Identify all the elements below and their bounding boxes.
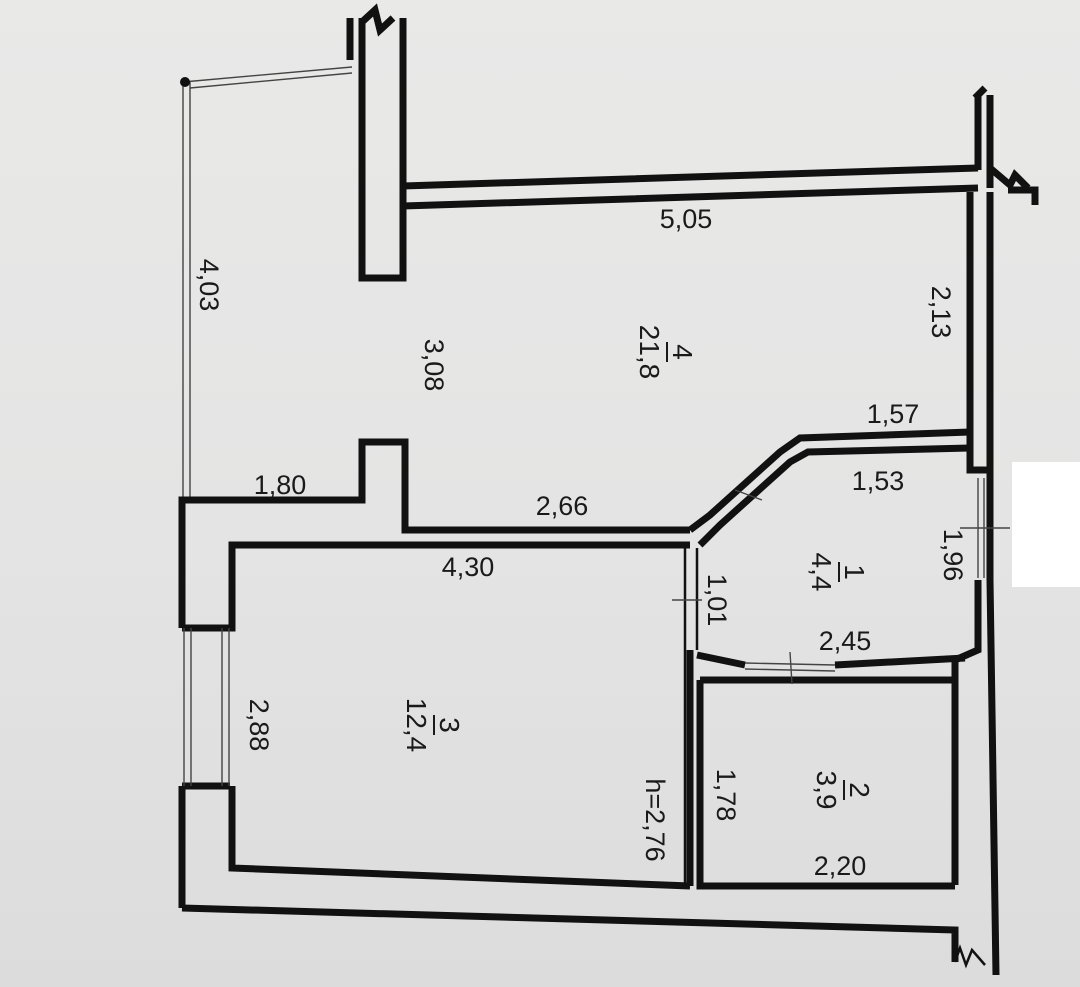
room-area: 3,9 <box>811 771 842 810</box>
room-number: 3 <box>434 717 465 733</box>
interior-walls <box>672 428 1010 890</box>
room-number: 1 <box>839 564 870 580</box>
dim-room4-depth: 3,08 <box>419 339 449 392</box>
room-label-1: 1 4,4 <box>806 553 870 592</box>
room-area: 4,4 <box>806 553 837 592</box>
dim-room4-top: 5,05 <box>660 204 713 234</box>
dim-room4-step: 1,57 <box>867 399 920 429</box>
dim-room1-top: 1,53 <box>852 466 905 496</box>
room-area: 12,4 <box>401 698 432 753</box>
dim-room3-left: 2,88 <box>244 699 274 752</box>
room-number: 4 <box>667 344 698 360</box>
room-label-3: 3 12,4 <box>401 698 465 753</box>
dim-room1-left: 1,01 <box>702 574 732 627</box>
dim-wall-mid: 2,66 <box>536 491 589 521</box>
room-label-4: 4 21,8 <box>634 325 698 380</box>
dim-room2-left: 1,78 <box>711 769 741 822</box>
dim-room1-right: 1,96 <box>938 529 968 582</box>
paper-sticker <box>1012 462 1080 587</box>
room-label-2: 2 3,9 <box>811 771 875 810</box>
dim-balcony-length: 4,03 <box>194 259 224 312</box>
dim-room2-bottom: 2,20 <box>814 851 867 881</box>
ceiling-height: h=2,76 <box>640 778 670 861</box>
window-room3 <box>183 628 230 786</box>
room-area: 21,8 <box>634 325 665 380</box>
dim-wall-left: 1,80 <box>254 470 307 500</box>
exterior-walls <box>178 3 1039 976</box>
room-number: 2 <box>844 782 875 798</box>
dim-room3-top: 4,30 <box>442 552 495 582</box>
balcony <box>180 66 353 500</box>
dim-room4-right: 2,13 <box>926 286 956 339</box>
dim-room1-bottom: 2,45 <box>819 626 872 656</box>
